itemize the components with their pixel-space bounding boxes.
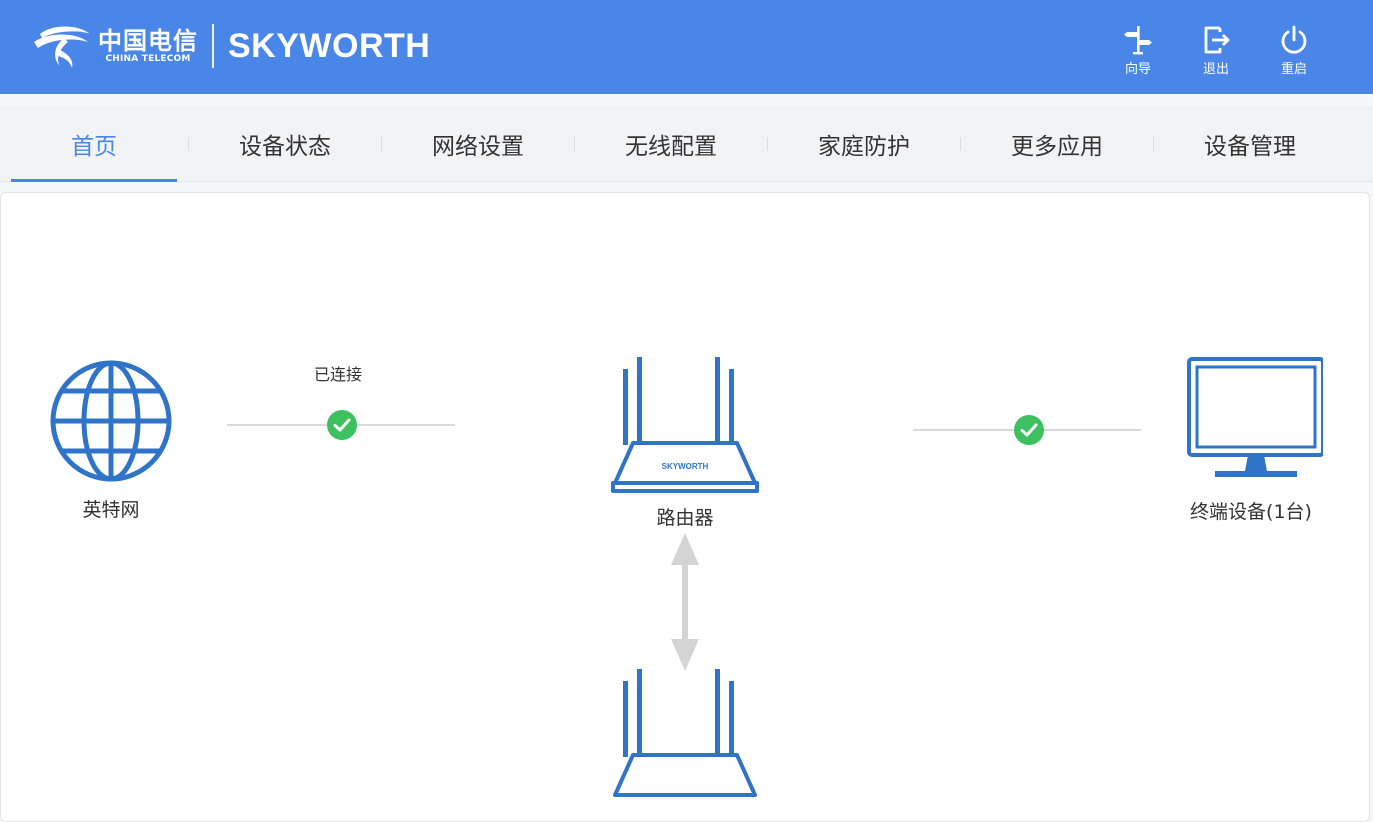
brand-text: 中国电信 CHINA TELECOM [98,28,198,65]
brand-en-text: CHINA TELECOM [105,53,191,64]
wizard-button[interactable]: 向导 [1099,24,1177,77]
power-icon [1281,25,1307,54]
header-actions: 向导 退出 重启 [1099,24,1333,77]
nav-separator [574,136,575,151]
topology-panel: 英特网 已连接 SKYWORTH 路由器 [0,192,1370,822]
logout-label: 退出 [1202,62,1229,77]
connected-check-icon [1014,415,1044,445]
tab-home[interactable]: 首页 [0,106,188,182]
router-brand-text: SKYWORTH [662,462,709,471]
router-label: 路由器 [656,507,714,529]
internet-label: 英特网 [82,499,140,521]
connected-check-icon [327,410,357,440]
nav-separator [188,136,189,151]
tab-more-apps[interactable]: 更多应用 [1011,133,1103,160]
top-header: 中国电信 CHINA TELECOM SKYWORTH 向导 退出 [0,0,1373,94]
logout-icon [1204,26,1230,54]
logo-divider [212,24,214,68]
tab-device-management[interactable]: 设备管理 [1204,133,1296,160]
reboot-button[interactable]: 重启 [1255,24,1333,77]
china-telecom-logo-icon [34,26,90,68]
signpost-icon [1124,26,1152,55]
internet-status-text: 已连接 [314,365,363,384]
tab-wireless-config[interactable]: 无线配置 [625,133,717,160]
nav-separator [1153,136,1154,151]
brand-cn-text: 中国电信 [98,26,198,55]
globe-icon [50,360,172,482]
terminal-label: 终端设备(1台) [1190,501,1312,523]
main-nav: 首页 设备状态 网络设置 无线配置 家庭防护 更多应用 设备管理 [0,106,1373,182]
monitor-icon [1187,357,1323,477]
nav-separator [767,136,768,151]
tab-network-settings[interactable]: 网络设置 [432,133,524,160]
bidirectional-arrow-icon [671,533,699,671]
terminal-node[interactable]: 终端设备(1台) [1179,357,1323,524]
sub-router-icon[interactable] [609,669,761,809]
tab-home-protection[interactable]: 家庭防护 [818,133,910,160]
internet-node[interactable]: 英特网 [47,357,175,522]
brand-name: SKYWORTH [228,26,431,65]
router-icon: SKYWORTH [611,357,759,493]
nav-separator [960,136,961,151]
tab-device-status[interactable]: 设备状态 [239,133,331,160]
reboot-label: 重启 [1280,62,1307,77]
nav-separator [381,136,382,151]
logout-button[interactable]: 退出 [1177,24,1255,77]
brand-logo: 中国电信 CHINA TELECOM SKYWORTH [30,20,430,72]
wizard-label: 向导 [1124,62,1151,77]
router-node[interactable]: SKYWORTH 路由器 [609,357,761,530]
